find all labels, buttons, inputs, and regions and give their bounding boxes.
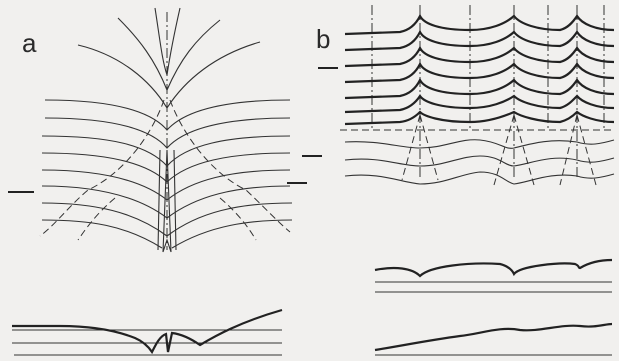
panel-b-ray-3a	[560, 115, 577, 185]
panel-a-line-2	[118, 18, 220, 90]
panel-b-dashed-rays	[402, 115, 596, 185]
panel-b-profile-lower	[375, 324, 612, 355]
panel-b-lower-1	[345, 140, 614, 149]
panel-a-dashed-right-inner	[220, 198, 256, 240]
panel-b-upper-profile-curve	[375, 260, 612, 276]
panel-b-profile-upper	[375, 260, 612, 292]
panel-b-lower-2	[345, 156, 614, 166]
panel-a-ridge-right	[174, 150, 176, 250]
panel-a-line-3	[78, 42, 260, 108]
panel-b-line-5	[345, 80, 614, 98]
panel-b-line-7	[345, 112, 614, 124]
panel-b-line-6	[345, 96, 614, 112]
panel-a-profile	[12, 310, 282, 355]
panel-a-profile-curve	[12, 310, 282, 352]
panel-a-line-11-right	[172, 220, 292, 248]
panel-b: b	[302, 5, 614, 355]
panel-b-ray-2b	[514, 115, 534, 185]
panel-b-ray-3b	[577, 115, 596, 185]
panel-b-lower-profile-curve	[375, 324, 612, 350]
panel-a-dashed-right	[170, 100, 290, 232]
panel-b-line-4	[345, 64, 614, 82]
panel-a-ridge-left	[158, 150, 160, 250]
panel-a-line-11-left	[42, 220, 162, 248]
panel-a-dashed-left-inner	[78, 198, 115, 240]
panel-b-line-2	[345, 32, 614, 50]
panel-a: a	[8, 8, 307, 355]
panel-a-dashed-curves	[40, 100, 290, 240]
panel-b-label: b	[316, 24, 330, 54]
panel-a-label: a	[22, 28, 37, 58]
panel-b-line-3	[345, 48, 614, 66]
panel-b-flow-lines	[345, 16, 614, 124]
panel-b-lower-lines	[345, 140, 614, 184]
panel-b-line-1	[345, 16, 614, 34]
panel-b-ray-2a	[494, 115, 514, 185]
panel-a-line-9	[42, 186, 290, 218]
panel-b-lower-3	[345, 172, 614, 184]
